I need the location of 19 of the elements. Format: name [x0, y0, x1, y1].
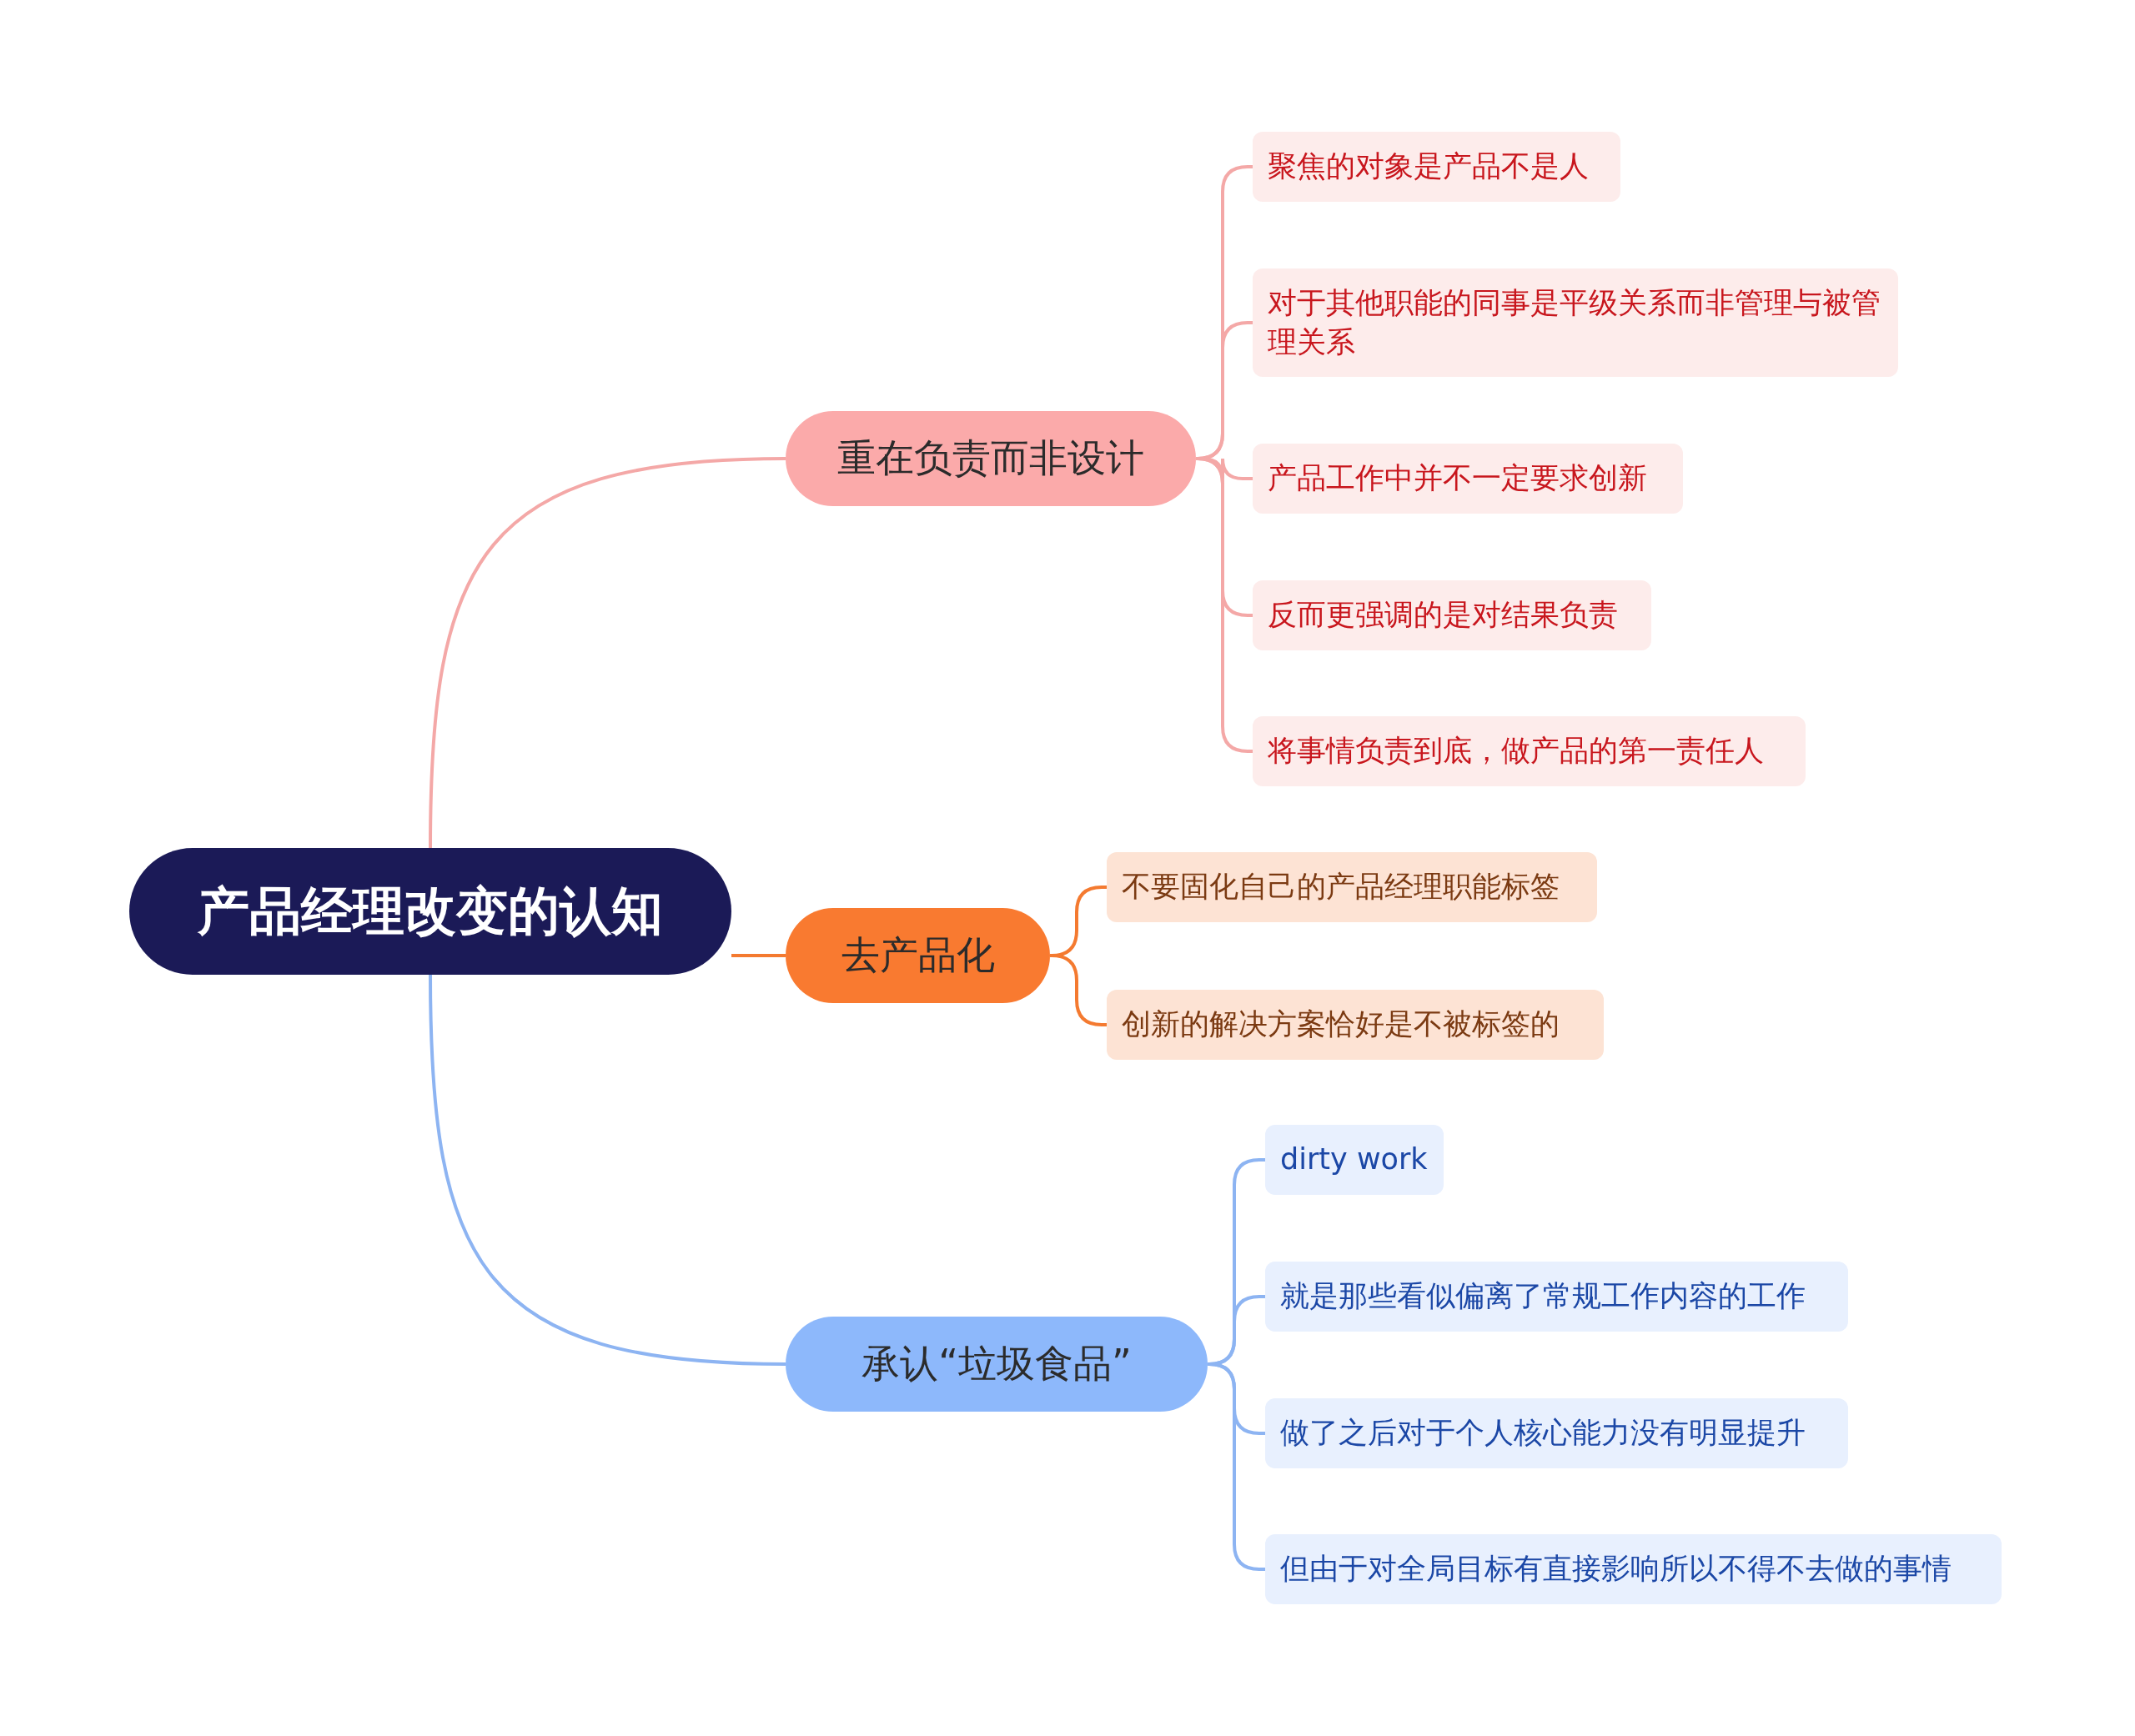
connector-line	[1049, 954, 1107, 1026]
subtopic-box: 做了之后对于个人核心能力没有明显提升	[1265, 1398, 1848, 1468]
subtopic-box: 聚焦的对象是产品不是人	[1253, 132, 1620, 202]
subtopic-box: 创新的解决方案恰好是不被标签的	[1107, 990, 1604, 1060]
subtopic-box: 不要固化自己的产品经理职能标签	[1107, 852, 1597, 922]
central-topic: 产品经理改变的认知	[129, 848, 731, 975]
branch-topic: 重在负责而非设计	[786, 411, 1196, 506]
branch-topic: 去产品化	[786, 908, 1050, 1003]
subtopic-box: dirty work	[1265, 1125, 1444, 1195]
subtopic-box: 对于其他职能的同事是平级关系而非管理与被管理关系	[1253, 268, 1898, 377]
branch-topic: 承认“垃圾食品”	[786, 1317, 1208, 1412]
subtopic-box: 就是那些看似偏离了常规工作内容的工作	[1265, 1262, 1848, 1332]
subtopic-box: 将事情负责到底，做产品的第一责任人	[1253, 716, 1806, 786]
subtopic-box: 反而更强调的是对结果负责	[1253, 580, 1651, 650]
subtopic-box: 产品工作中并不一定要求创新	[1253, 444, 1683, 514]
subtopic-box: 但由于对全局目标有直接影响所以不得不去做的事情	[1265, 1534, 2002, 1604]
connector-line	[429, 457, 786, 849]
connector-line	[731, 954, 786, 957]
connector-line	[429, 974, 786, 1366]
